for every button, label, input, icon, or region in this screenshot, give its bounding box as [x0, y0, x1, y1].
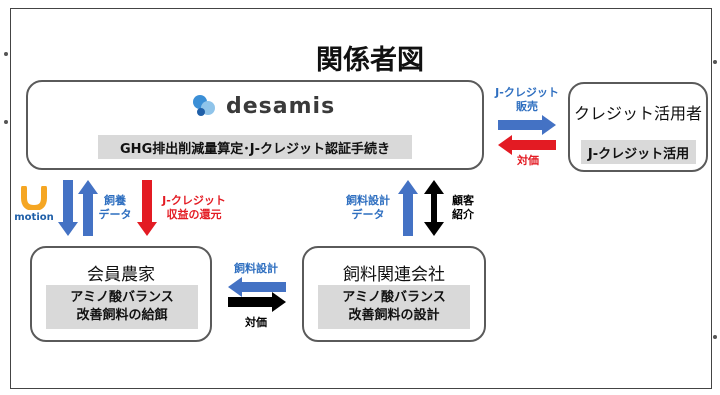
- credit-sale-label-line2: 販売: [516, 100, 538, 113]
- desamis-logo-icon: [193, 95, 215, 116]
- feed-design-label: 飼料設計: [234, 262, 278, 275]
- feed-design-data-arrow: [398, 180, 418, 236]
- revenue-return-arrow: [137, 180, 157, 236]
- credit-sale-label-line1: J-クレジット: [495, 86, 559, 99]
- motion-logo-icon: [21, 185, 47, 212]
- credit-user-sub-label: J-クレジット活用: [581, 140, 696, 164]
- member-farmer-task: アミノ酸バランス 改善飼料の給餌: [46, 285, 198, 329]
- revenue-return-label: J-クレジット 収益の還元: [158, 194, 230, 222]
- edge-marker: [713, 335, 717, 339]
- customer-referral-label-line2: 紹介: [452, 208, 474, 221]
- member-farmer-task-line2: 改善飼料の給餌: [76, 308, 168, 323]
- motion-logo: motion: [14, 185, 54, 223]
- credit-user-label: クレジット活用者: [573, 104, 702, 123]
- feeding-data-down-arrow: [58, 180, 78, 236]
- member-farmer-task-line1: アミノ酸バランス: [70, 290, 174, 305]
- feed-design-arrow: [228, 277, 286, 297]
- feeding-data-label: 飼養 データ: [94, 194, 136, 222]
- revenue-return-label-line1: J-クレジット: [162, 194, 226, 207]
- motion-logo-text: motion: [14, 212, 54, 223]
- edge-marker: [713, 60, 717, 64]
- revenue-return-label-line2: 収益の還元: [166, 208, 222, 221]
- payment-label: 対価: [245, 316, 267, 329]
- member-farmer-label: 会員農家: [87, 265, 155, 285]
- customer-referral-label-line1: 顧客: [452, 194, 474, 207]
- desamis-logo: desamis: [190, 92, 335, 120]
- feed-company-task: アミノ酸バランス 改善飼料の設計: [318, 285, 470, 329]
- diagram-frame: [10, 8, 712, 389]
- credit-sale-arrow: [498, 115, 556, 135]
- diagram-title: 関係者図: [316, 45, 424, 76]
- edge-marker: [4, 120, 8, 124]
- payment-arrow: [228, 292, 286, 312]
- feed-design-data-label-line1: 飼料設計: [346, 194, 390, 207]
- feed-design-data-label-line2: データ: [351, 208, 385, 221]
- feed-design-data-label: 飼料設計 データ: [340, 194, 396, 222]
- feed-company-task-line1: アミノ酸バランス: [342, 290, 446, 305]
- edge-marker: [4, 52, 8, 56]
- desamis-logo-text: desamis: [226, 93, 336, 119]
- feed-company-label: 飼料関連会社: [343, 265, 445, 285]
- desamis-process-label: GHG排出削減量算定･J-クレジット認証手続き: [98, 135, 412, 159]
- credit-sale-label: J-クレジット 販売: [492, 86, 562, 114]
- credit-payment-label: 対価: [517, 154, 539, 167]
- feeding-data-label-line2: データ: [98, 208, 132, 221]
- feeding-data-label-line1: 飼養: [104, 194, 126, 207]
- feeding-data-up-arrow: [78, 180, 98, 236]
- credit-payment-arrow: [498, 135, 556, 155]
- feed-company-task-line2: 改善飼料の設計: [348, 308, 440, 323]
- customer-referral-label: 顧客 紹介: [448, 194, 478, 222]
- customer-referral-arrow: [424, 180, 444, 236]
